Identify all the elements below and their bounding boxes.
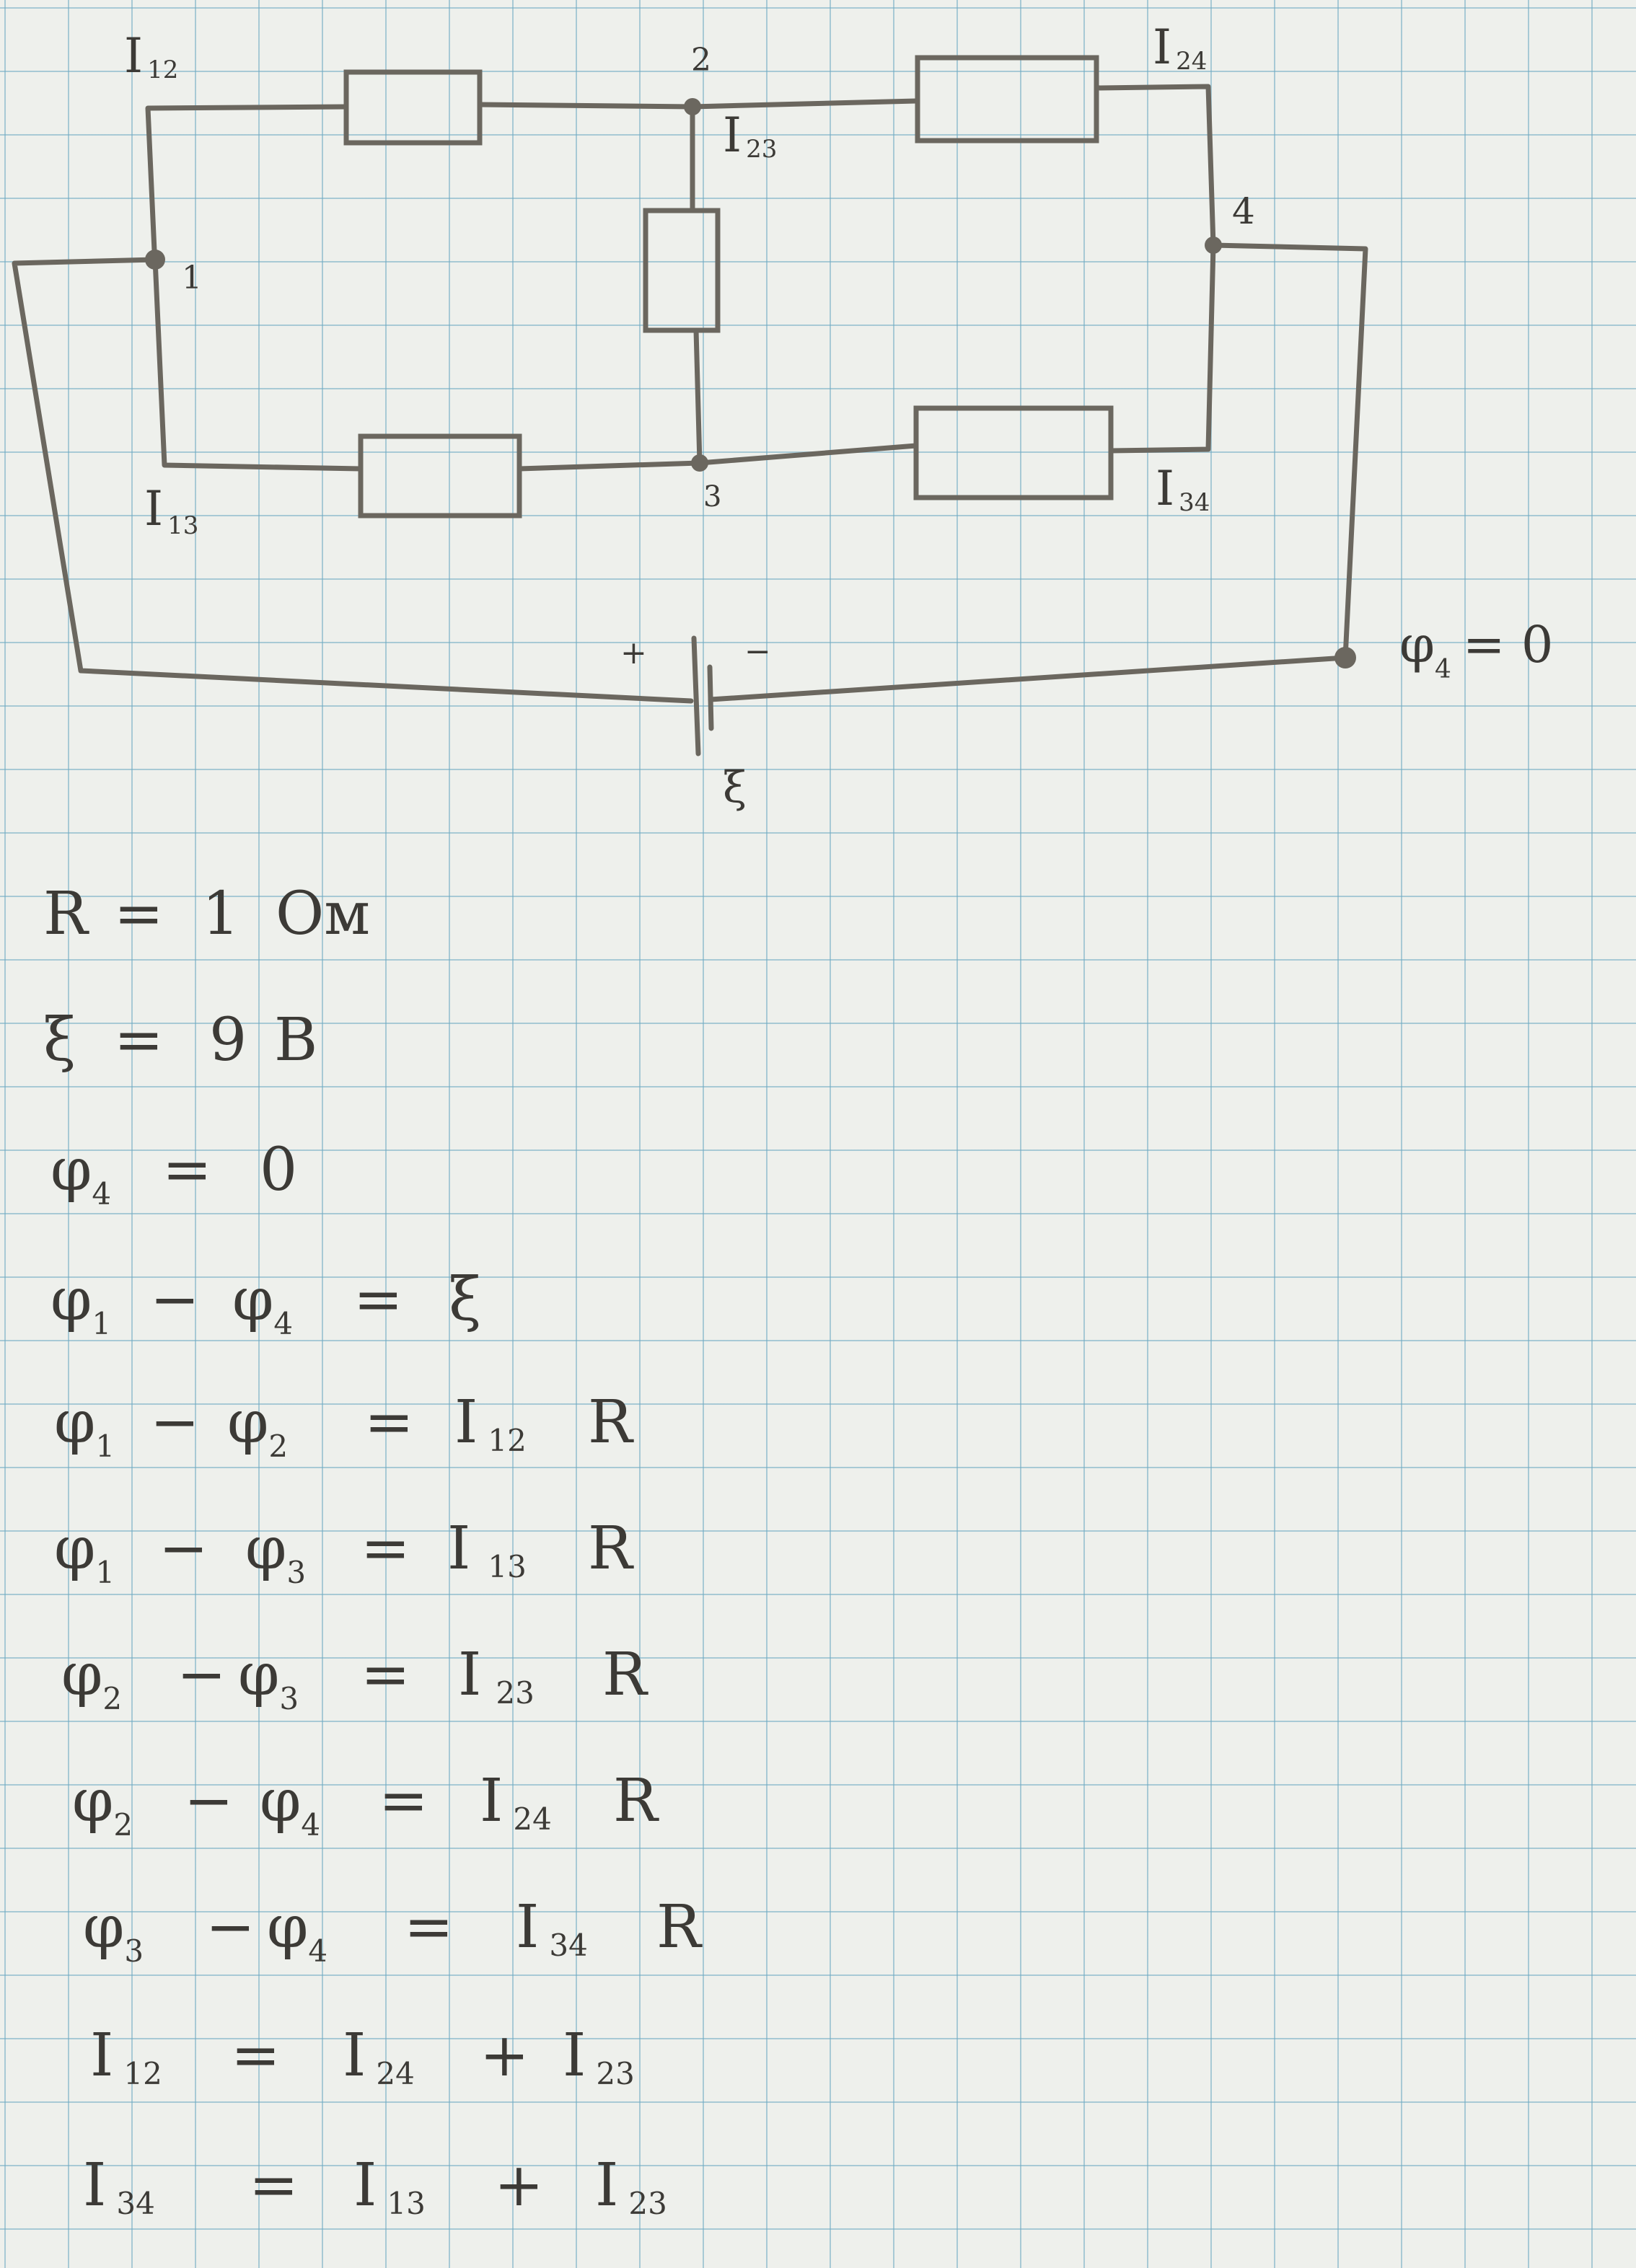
equation-row: φ1 − φ4 = ξ xyxy=(50,1266,481,1349)
resistor-13 xyxy=(358,433,522,519)
wire-battery-right xyxy=(708,655,1348,702)
wire-node2-to-r24 xyxy=(690,98,919,110)
resistor-23 xyxy=(643,208,721,333)
battery-plus: + xyxy=(620,635,647,671)
equation-row: ξ = 9 B xyxy=(43,1006,317,1075)
node-1-label: 1 xyxy=(182,260,202,296)
wire-r34-to-node4 xyxy=(1108,242,1216,454)
circuit-diagram xyxy=(12,55,1368,756)
node-4-label: 4 xyxy=(1232,190,1255,232)
wire-top-left xyxy=(145,104,349,270)
node-3-dot xyxy=(691,454,708,472)
battery-emf-label: ξ xyxy=(723,762,747,813)
wire-node3-to-r34 xyxy=(697,443,919,466)
equation-row: φ4 = 0 xyxy=(50,1136,297,1219)
resistor-34 xyxy=(913,405,1114,500)
ground-node-dot xyxy=(1334,647,1356,669)
equation-row: R = 1 Ом xyxy=(43,880,370,948)
node-1-dot xyxy=(145,250,165,270)
node-2-dot xyxy=(684,98,701,115)
wire-battery-left xyxy=(12,257,694,704)
node-3-label: 3 xyxy=(703,480,721,513)
wire-node4-to-ground xyxy=(1210,242,1368,661)
resistor-12 xyxy=(343,69,483,146)
wire-r13-to-node3 xyxy=(516,460,703,472)
ground-potential-label: φ4= 0 xyxy=(1399,615,1553,684)
wire-r24-to-node4 xyxy=(1094,84,1216,248)
wire-left-lower xyxy=(152,257,364,472)
node-2-label: 2 xyxy=(691,42,711,79)
battery-minus: − xyxy=(744,633,771,670)
resistor-24 xyxy=(915,55,1099,144)
equation-list: R = 1 Ом ξ = 9 B φ4 = 0 φ1 − φ4 = ξ φ1 −… xyxy=(43,880,703,2228)
battery-short-plate xyxy=(707,664,714,731)
wire-r12-to-node2 xyxy=(477,102,695,110)
battery-long-plate xyxy=(691,635,701,756)
node-4-dot xyxy=(1205,237,1222,254)
wire-r23-to-node3 xyxy=(693,327,703,466)
